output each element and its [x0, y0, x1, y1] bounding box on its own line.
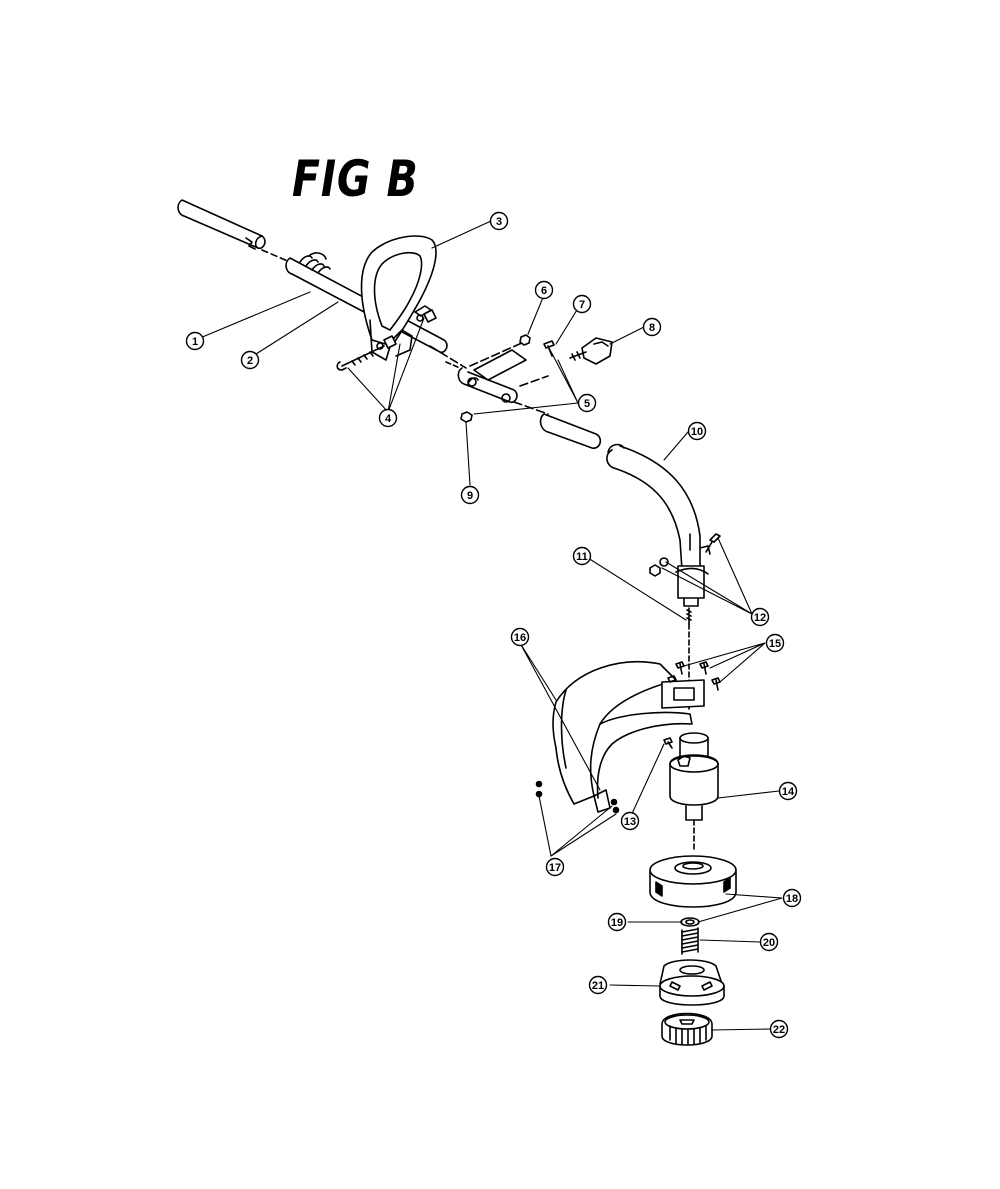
callout-circle	[510, 627, 530, 647]
callout-number: 18	[786, 893, 798, 905]
callout-number: 4	[385, 413, 392, 425]
figure-title: FIG B	[292, 150, 419, 208]
nut-icon	[460, 411, 473, 423]
callout-circle	[759, 932, 779, 952]
callout-circle	[460, 485, 480, 505]
callout-number: 11	[576, 551, 588, 563]
callout-circle	[620, 811, 640, 831]
callout-22: 22	[769, 1019, 789, 1039]
callout-11: 11	[572, 546, 592, 566]
callout-circle	[687, 421, 707, 441]
callout-8: 8	[642, 317, 662, 337]
callout-number: 9	[467, 490, 473, 502]
callout-number: 13	[624, 816, 636, 828]
callout-circle	[588, 975, 608, 995]
callout-number: 12	[754, 612, 766, 624]
callout-18: 18	[782, 888, 802, 908]
callout-9: 9	[460, 485, 480, 505]
callout-circle	[572, 294, 592, 314]
callout-6: 6	[534, 280, 554, 300]
callout-number: 17	[549, 862, 561, 874]
callout-circle	[489, 211, 509, 231]
callout-circle	[577, 393, 597, 413]
callout-20: 20	[759, 932, 779, 952]
guard-hardware-icon	[535, 780, 620, 814]
callout-number: 7	[579, 299, 585, 311]
callout-4: 4	[378, 408, 398, 428]
callout-circle	[778, 781, 798, 801]
callout-5: 5	[577, 393, 597, 413]
callout-16: 16	[510, 627, 530, 647]
callout-13: 13	[620, 811, 640, 831]
callout-15: 15	[765, 633, 785, 653]
callout-2: 2	[240, 350, 260, 370]
callout-14: 14	[778, 781, 798, 801]
callout-number: 22	[773, 1024, 785, 1036]
callout-10: 10	[687, 421, 707, 441]
callout-circle	[607, 912, 627, 932]
handle-hardware-icon	[336, 309, 437, 371]
nut-icon	[519, 334, 531, 346]
leader-lines	[199, 220, 783, 1031]
callout-circle	[572, 546, 592, 566]
callout-number: 19	[611, 917, 623, 929]
grip-sleeve-icon	[539, 413, 602, 449]
callout-circle	[750, 607, 770, 627]
callout-19: 19	[607, 912, 627, 932]
bump-knob-icon	[661, 1012, 713, 1046]
curved-shaft-icon	[606, 443, 711, 607]
callout-circle	[378, 408, 398, 428]
callout-circle	[185, 331, 205, 351]
callout-17: 17	[545, 857, 565, 877]
callout-circle	[534, 280, 554, 300]
guard-icon	[552, 661, 705, 813]
callout-circle	[642, 317, 662, 337]
knob-icon	[569, 337, 613, 365]
spool-housing-icon	[649, 855, 737, 908]
callout-3: 3	[489, 211, 509, 231]
screw-icon	[667, 661, 721, 691]
callout-circle	[769, 1019, 789, 1039]
callout-number: 2	[247, 355, 253, 367]
callout-1: 1	[185, 331, 205, 351]
gear-housing-icon	[669, 732, 719, 853]
callout-number: 1	[192, 336, 198, 348]
callout-number: 10	[691, 426, 703, 438]
callout-number: 3	[496, 216, 502, 228]
assist-handle-icon	[360, 235, 437, 361]
washer-icon	[680, 917, 700, 927]
callout-number: 21	[592, 980, 604, 992]
callout-number: 14	[782, 786, 795, 798]
callout-circle	[240, 350, 260, 370]
drive-shaft-icon	[686, 607, 692, 625]
callout-circle	[782, 888, 802, 908]
callout-number: 8	[649, 322, 655, 334]
callout-12: 12	[750, 607, 770, 627]
callout-21: 21	[588, 975, 608, 995]
spool-icon	[659, 959, 725, 1006]
callout-number: 15	[769, 638, 781, 650]
callout-number: 20	[763, 937, 775, 949]
clamp-hardware-icon	[649, 533, 721, 577]
callout-7: 7	[572, 294, 592, 314]
spring-icon	[681, 927, 699, 955]
callout-number: 16	[514, 632, 526, 644]
callout-number: 5	[584, 398, 590, 410]
callout-number: 6	[541, 285, 547, 297]
callout-circle	[545, 857, 565, 877]
callout-circle	[765, 633, 785, 653]
screw-icon	[663, 737, 673, 749]
coupler-tube-icon	[429, 341, 549, 415]
